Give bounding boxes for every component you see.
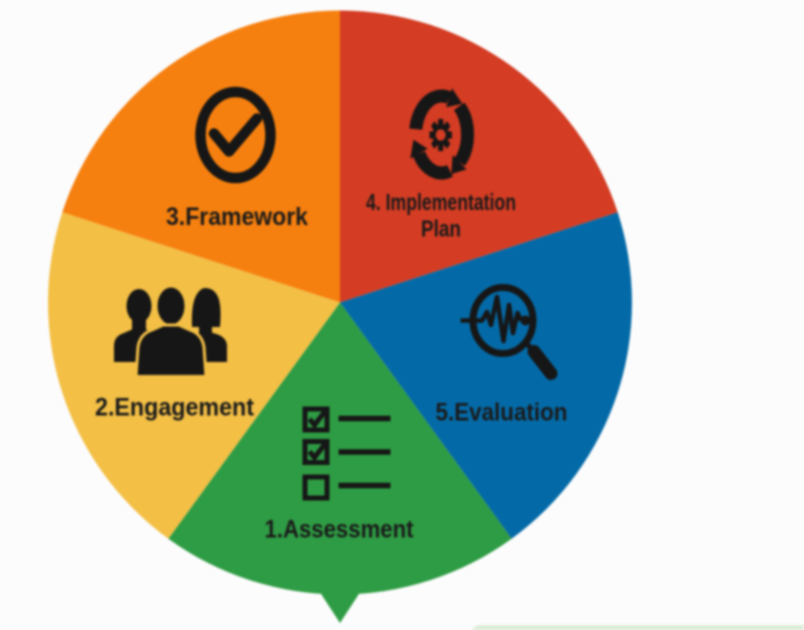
svg-text:Plan: Plan (421, 216, 461, 242)
svg-text:3.Framework: 3.Framework (166, 203, 308, 231)
svg-text:4. Implementation: 4. Implementation (366, 189, 516, 215)
svg-text:5.Evaluation: 5.Evaluation (436, 399, 568, 427)
svg-text:2.Engagement: 2.Engagement (95, 394, 255, 422)
svg-text:1.Assessment: 1.Assessment (265, 516, 415, 544)
